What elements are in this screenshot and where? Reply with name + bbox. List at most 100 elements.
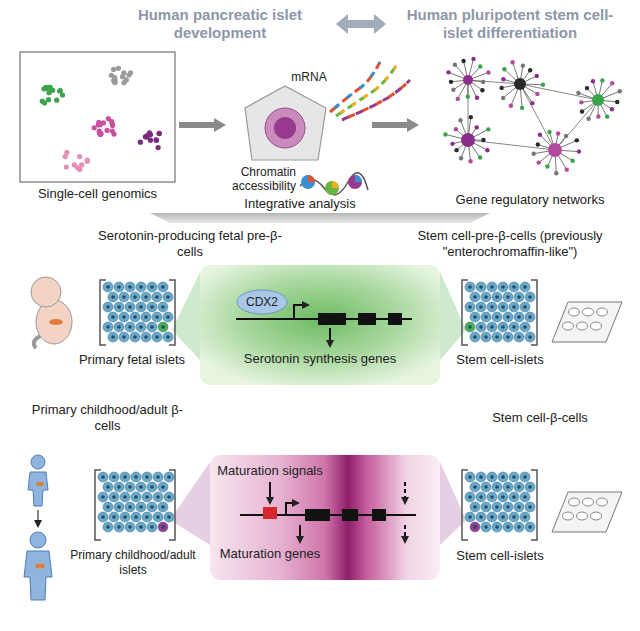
cell-nucleus [123,515,127,519]
islet-cell [525,502,535,512]
network-leaf [580,109,584,113]
cell-nucleus [528,335,532,339]
scatter-dot [54,98,59,103]
islet-cell [136,302,146,312]
cell-nucleus [106,485,110,489]
islet-cell [476,492,486,502]
scatter-dot [40,99,45,104]
islet-cell [131,472,141,482]
section-title: Human pancreatic islet development [110,6,330,42]
scatter-dot [98,131,103,136]
islet-cell [481,502,491,512]
cell-nucleus [501,305,505,309]
islet-cell [525,332,535,342]
islet-cell [119,312,129,322]
cell-nucleus [123,475,127,479]
regulation-box: Maturation signalsMaturation genes [210,455,440,580]
islet-cell [141,332,151,342]
cell-nucleus [106,505,110,509]
plate-well [583,498,594,506]
islet-cell [498,492,508,502]
cell-nucleus [155,335,159,339]
scatter-dot [120,74,125,79]
section-title: Human pluripotent stem cell-islet differ… [392,6,628,42]
islet-cell [152,312,162,322]
network-link [468,140,555,150]
growth-arrow [37,510,39,526]
cell-nucleus [523,495,527,499]
cell-nucleus [139,505,143,509]
cell-nucleus [506,295,510,299]
plate-well [597,308,608,316]
islet-cell [98,492,108,502]
network-leaf [485,148,489,152]
scatter-dot [98,132,103,137]
scatter-dot [58,88,63,93]
purple-panel [210,455,440,580]
cell-nucleus [490,325,494,329]
cell-nucleus [484,505,488,509]
flow-arrow [372,122,409,128]
islet-cell [514,482,524,492]
cell-nucleus [144,315,148,319]
network-leaf [547,130,551,134]
islet-cell [103,502,113,512]
annotation: mRNA [288,70,330,84]
islet-cell [108,292,118,302]
islet-cell [487,472,497,482]
scatter-dot [106,116,111,121]
scatter-dot [77,154,82,159]
network-leaf [541,83,545,87]
cell-nucleus [128,505,132,509]
network-leaf [509,104,513,108]
cell-nucleus [528,295,532,299]
islet-cell [465,302,475,312]
cell-nucleus [161,485,165,489]
network-leaf [575,138,579,142]
islet-cell [465,512,475,522]
cell-nucleus [145,475,149,479]
islet-cell [476,282,486,292]
cell-nucleus [512,325,516,329]
network-leaf [585,86,589,90]
islet-cell [476,302,486,312]
islet-cell [503,482,513,492]
islet-cell [153,472,163,482]
cell-nucleus [473,315,477,319]
cell-nucleus [106,525,110,529]
annotation: Serotonin-producing fetal pre-β-cells [90,228,290,260]
islet-cell [520,512,530,522]
nucleus [265,108,305,148]
islet-cell [147,522,157,532]
network-leaf [461,59,465,63]
network-leaf [468,159,472,163]
scatter-dot [110,129,115,134]
cell-nucleus [512,475,516,479]
islet-cell [163,312,173,322]
scatter-dot [64,164,69,169]
cell-nucleus [117,485,121,489]
cell-nucleus [479,305,483,309]
node-label: Stem cell-islets [445,548,555,564]
annotation: Primary childhood/adult β-cells [25,402,190,434]
islet-cell [525,482,535,492]
scatter-dot [92,125,97,130]
islet-cell [163,292,173,302]
plate-well [597,498,608,506]
scatter-dot [101,120,106,125]
islet-cell [125,502,135,512]
islet-cell [481,522,491,532]
islet-cell [470,482,480,492]
cell-nucleus [155,315,159,319]
cell-nucleus [161,325,165,329]
cell-nucleus [523,285,527,289]
flow-arrow [179,122,216,128]
islet-cell [98,472,108,482]
cell-nucleus [473,505,477,509]
cell-nucleus [145,495,149,499]
cell-nucleus [139,305,143,309]
cell-nucleus [495,485,499,489]
cell-nucleus [490,285,494,289]
islet-cell [498,472,508,482]
islet-cell [465,282,475,292]
